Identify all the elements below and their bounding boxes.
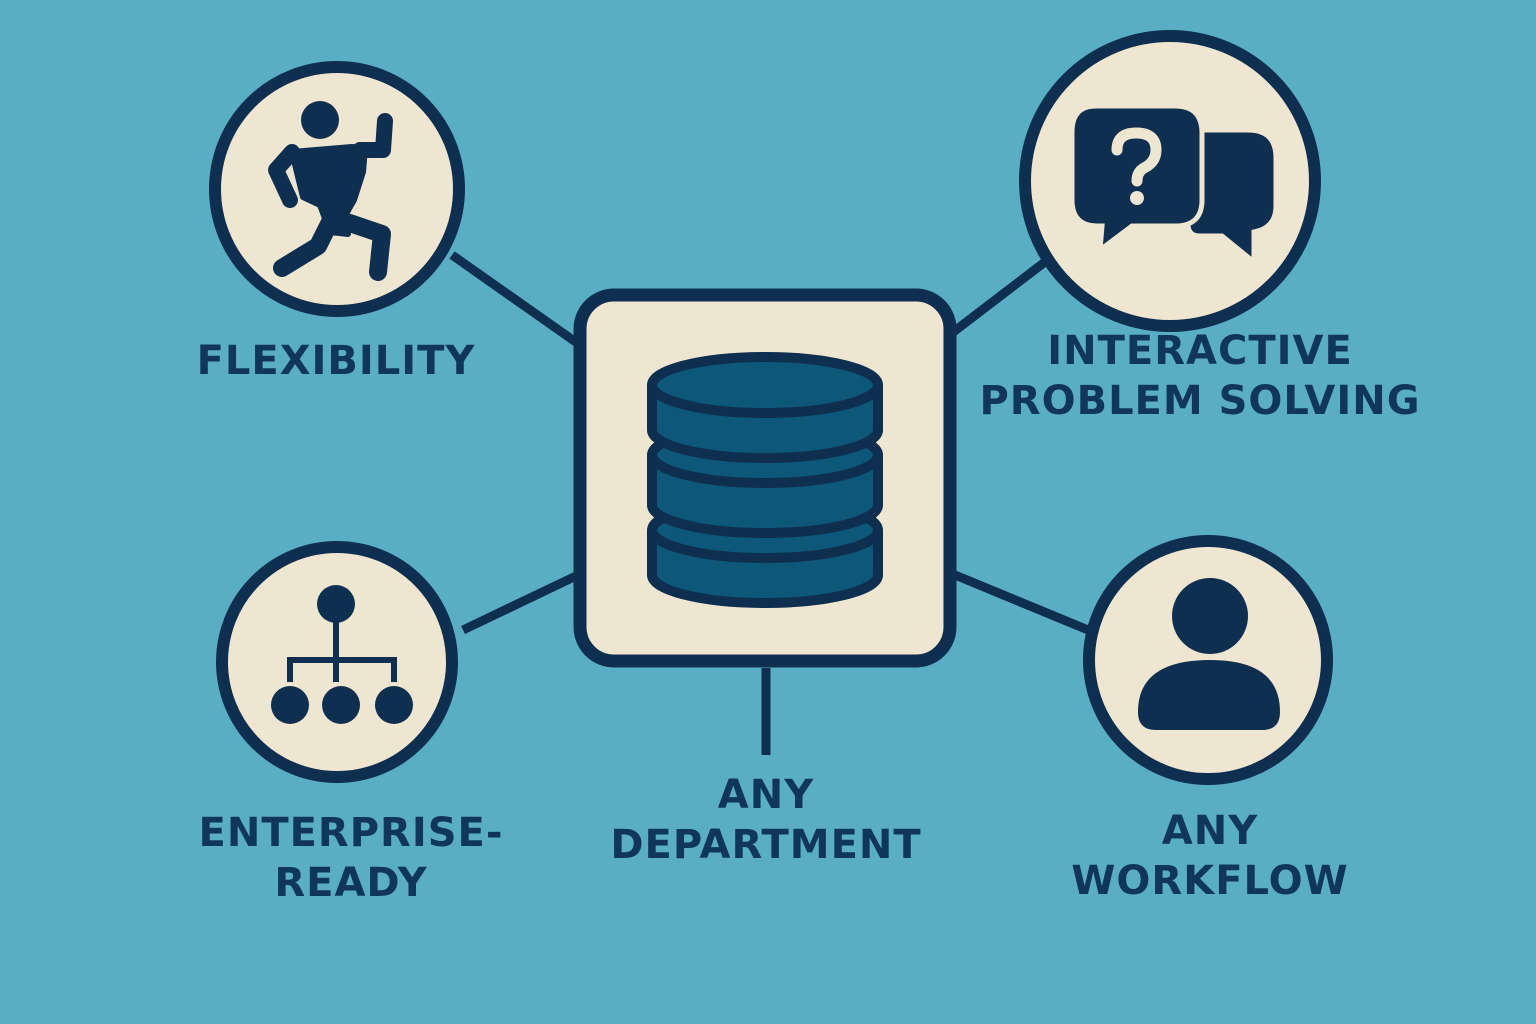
label-line: ENTERPRISE- — [198, 810, 504, 856]
label-line: ANY — [1161, 808, 1259, 854]
label-line: FLEXIBILITY — [196, 338, 476, 384]
question-chat-bubbles-icon — [1069, 103, 1279, 268]
database-icon — [647, 352, 883, 608]
label-line: DEPARTMENT — [610, 822, 922, 868]
label-interactive: INTERACTIVE PROBLEM SOLVING — [970, 326, 1430, 426]
org-hierarchy-icon — [271, 585, 413, 724]
connector-interactive — [949, 248, 1061, 337]
connector-workflow — [953, 570, 1095, 637]
node-enterprise — [216, 541, 458, 783]
user-icon — [1138, 578, 1280, 730]
label-line: INTERACTIVE — [1047, 328, 1353, 374]
node-circle — [1083, 535, 1333, 785]
node-interactive — [1019, 30, 1321, 332]
connector-flexibility — [449, 251, 583, 349]
node-flexibility — [209, 61, 465, 317]
label-line: PROBLEM SOLVING — [979, 378, 1421, 424]
connector-enterprise — [461, 570, 580, 635]
label-department: ANY DEPARTMENT — [586, 770, 946, 870]
label-line: READY — [274, 860, 428, 906]
label-flexibility: FLEXIBILITY — [186, 336, 486, 386]
database-node — [573, 288, 957, 668]
running-person-icon — [268, 101, 393, 281]
label-line: WORKFLOW — [1071, 858, 1349, 904]
label-line: ANY — [717, 772, 815, 818]
label-enterprise: ENTERPRISE- READY — [176, 808, 526, 908]
label-workflow: ANY WORKFLOW — [1040, 806, 1380, 906]
connectors — [449, 248, 1095, 755]
node-workflow — [1083, 535, 1333, 785]
